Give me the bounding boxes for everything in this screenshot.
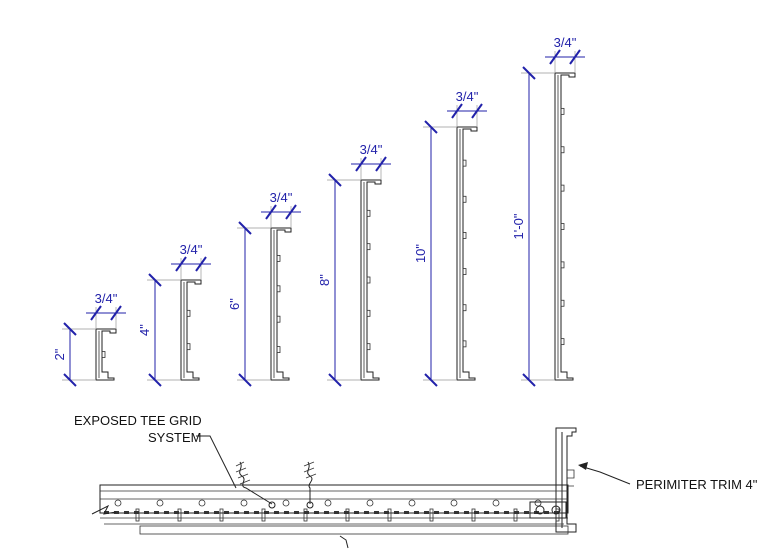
profile-6: 1'-0" 3/4" <box>511 35 585 387</box>
perimeter-trim-callout: PERIMITER TRIM 4" <box>636 477 758 492</box>
width-label: 3/4" <box>456 89 479 104</box>
trim-leader <box>579 465 631 485</box>
profile-2: 4" 3/4" <box>137 242 211 387</box>
grid-callout-line2: SYSTEM <box>148 430 201 445</box>
profile-4: 8" 3/4" <box>317 142 391 387</box>
height-label: 4" <box>137 324 152 336</box>
width-label: 3/4" <box>554 35 577 50</box>
height-label: 10" <box>413 244 428 263</box>
grid-leader <box>196 435 237 489</box>
grid-callout-line1: EXPOSED TEE GRID <box>74 413 202 428</box>
profile-5: 10" 3/4" <box>413 89 487 387</box>
width-label: 3/4" <box>360 142 383 157</box>
width-label: 3/4" <box>180 242 203 257</box>
height-label: 6" <box>227 298 242 310</box>
section-detail <box>91 427 631 549</box>
height-label: 1'-0" <box>511 213 526 239</box>
profile-3: 6" 3/4" <box>227 190 301 387</box>
profile-1: 2" 3/4" <box>52 291 126 387</box>
profiles-layer: 2" 3/4" 4" 3/4" 6" 3/4" 8" 3/4" 10" 3/4" 1'-0" 3/4" <box>52 35 585 387</box>
width-label: 3/4" <box>95 291 118 306</box>
hanger-wire-2 <box>307 461 313 504</box>
perimeter-trim-clip <box>567 469 575 487</box>
height-label: 8" <box>317 274 332 286</box>
grid-holes <box>104 499 560 522</box>
ceiling-panel <box>139 525 569 535</box>
height-label: 2" <box>52 348 67 360</box>
width-label: 3/4" <box>270 190 293 205</box>
perimeter-trim-section <box>555 427 577 533</box>
